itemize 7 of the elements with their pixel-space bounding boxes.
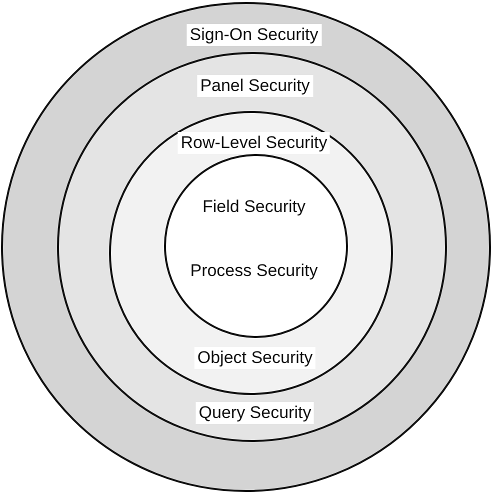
layer-label: Field Security	[202, 196, 306, 218]
layer-label: Sign-On Security	[186, 24, 322, 46]
layer-label: Panel Security	[197, 75, 313, 97]
layer-label: Process Security	[189, 260, 319, 282]
layer-label: Row-Level Security	[178, 132, 330, 154]
layer-label: Query Security	[196, 402, 314, 424]
layer-label: Object Security	[194, 347, 316, 369]
